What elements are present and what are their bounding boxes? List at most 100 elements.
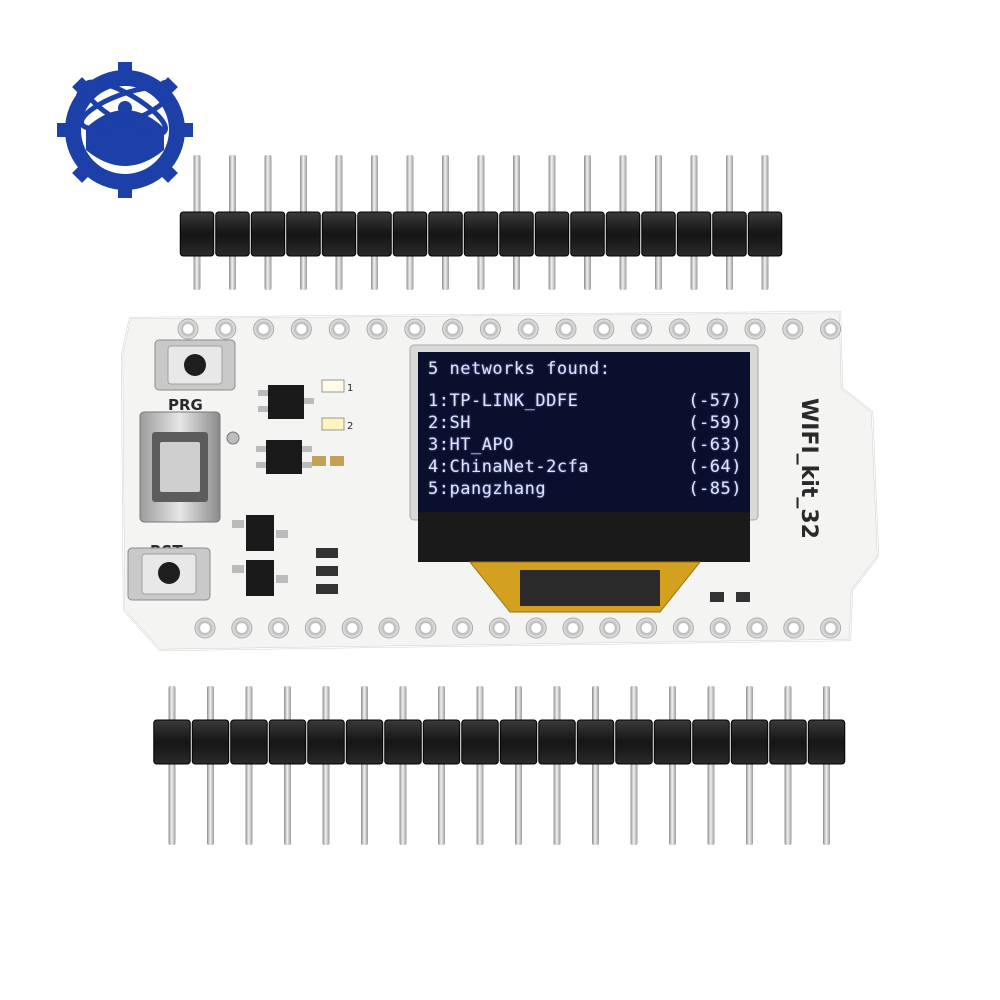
network-rssi: (-59) xyxy=(688,413,742,433)
header-pin xyxy=(692,686,730,845)
header-pin xyxy=(191,686,230,845)
header-pin xyxy=(307,686,345,845)
header-pin xyxy=(576,686,615,845)
top-pin-header xyxy=(179,155,783,290)
header-pin xyxy=(268,686,307,845)
network-index: 3: xyxy=(428,435,450,455)
header-pin xyxy=(605,155,641,290)
pin-hole xyxy=(231,617,253,639)
header-pin xyxy=(250,155,286,290)
header-pin xyxy=(712,155,747,290)
header-pin xyxy=(807,686,846,845)
pin-hole xyxy=(452,617,474,639)
network-index: 4: xyxy=(428,457,450,477)
header-pin xyxy=(615,686,653,845)
header-pin xyxy=(215,155,250,290)
pin-hole xyxy=(820,617,842,639)
pin-hole xyxy=(525,617,547,639)
pin-hole xyxy=(442,318,464,340)
network-ssid: pangzhang xyxy=(449,479,547,499)
pin-holes-bottom xyxy=(194,617,842,639)
pin-hole xyxy=(636,617,658,639)
header-pin xyxy=(345,686,384,845)
network-rssi: (-85) xyxy=(688,479,742,499)
pin-hole xyxy=(599,617,621,639)
oled-header: 5 networks found: xyxy=(428,359,611,379)
pin-hole xyxy=(709,617,731,639)
pin-hole xyxy=(304,617,326,639)
oled-screen-text: 5 networks found: 1:TP-LINK_DDFE(-57) 2:… xyxy=(428,358,748,508)
pin-hole xyxy=(782,318,804,340)
pin-hole xyxy=(820,318,842,340)
network-ssid: TP-LINK_DDFE xyxy=(449,391,579,411)
pin-hole xyxy=(404,318,426,340)
pin-hole xyxy=(668,318,690,340)
led-d2 xyxy=(321,417,345,431)
bottom-pin-header xyxy=(153,686,846,845)
pin-hole xyxy=(415,617,437,639)
header-pin xyxy=(570,155,605,290)
led-d1 xyxy=(321,379,345,393)
pin-hole xyxy=(593,318,615,340)
prg-label: PRG xyxy=(168,396,203,414)
header-pin xyxy=(321,155,357,290)
pin-hole xyxy=(328,318,350,340)
prg-button[interactable] xyxy=(154,339,236,391)
oled-display-module xyxy=(409,344,759,613)
wifi-kit-32-board: PRG RST xyxy=(120,310,880,652)
header-pin xyxy=(463,155,499,290)
network-rssi: (-64) xyxy=(688,457,742,477)
led-d1-label: 1 xyxy=(347,383,353,394)
pin-hole xyxy=(253,318,275,340)
smd-components xyxy=(232,385,750,602)
pin-hole xyxy=(517,318,539,340)
oled-network-row: 2:SH (-59) xyxy=(428,412,748,434)
pin-hole xyxy=(366,318,388,340)
header-pin xyxy=(676,155,712,290)
pin-hole xyxy=(706,318,728,340)
header-pin xyxy=(641,155,676,290)
pin-holes-top xyxy=(177,318,842,340)
pin-hole xyxy=(194,617,216,639)
pin-hole xyxy=(268,617,290,639)
header-pin xyxy=(392,155,428,290)
pin-hole xyxy=(562,617,584,639)
rst-button[interactable] xyxy=(127,547,211,601)
header-pin xyxy=(428,155,463,290)
pin-hole xyxy=(215,318,237,340)
network-rssi: (-57) xyxy=(688,391,742,411)
header-pin xyxy=(286,155,321,290)
header-pin xyxy=(499,155,534,290)
oled-network-row: 3:HT_APO (-63) xyxy=(428,434,748,456)
network-index: 5: xyxy=(428,479,450,499)
header-pin xyxy=(179,155,215,290)
header-pin xyxy=(730,686,769,845)
oled-network-row: 5:pangzhang (-85) xyxy=(428,478,748,500)
header-pin xyxy=(653,686,692,845)
network-ssid: ChinaNet-2cfa xyxy=(449,457,590,477)
header-pin xyxy=(499,686,538,845)
header-pin xyxy=(461,686,499,845)
led-d2-label: 2 xyxy=(347,421,353,432)
pin-hole xyxy=(631,318,653,340)
header-pin xyxy=(153,686,191,845)
oled-network-row: 4:ChinaNet-2cfa (-64) xyxy=(428,456,748,478)
micro-usb-port[interactable] xyxy=(139,411,221,523)
pin-hole xyxy=(488,617,510,639)
atom-gear-logo-icon xyxy=(57,62,193,198)
pin-hole xyxy=(479,318,501,340)
pin-hole xyxy=(783,617,805,639)
header-pin xyxy=(747,155,783,290)
network-ssid: HT_APO xyxy=(449,435,514,455)
pin-hole xyxy=(746,617,768,639)
network-rssi: (-63) xyxy=(688,435,742,455)
oled-network-row: 1:TP-LINK_DDFE(-57) xyxy=(428,390,748,412)
pin-hole xyxy=(177,318,199,340)
header-pin xyxy=(538,686,576,845)
header-pin xyxy=(357,155,392,290)
network-ssid: SH xyxy=(449,413,471,433)
network-index: 2: xyxy=(428,413,450,433)
header-pin xyxy=(384,686,422,845)
pin-hole xyxy=(672,617,694,639)
